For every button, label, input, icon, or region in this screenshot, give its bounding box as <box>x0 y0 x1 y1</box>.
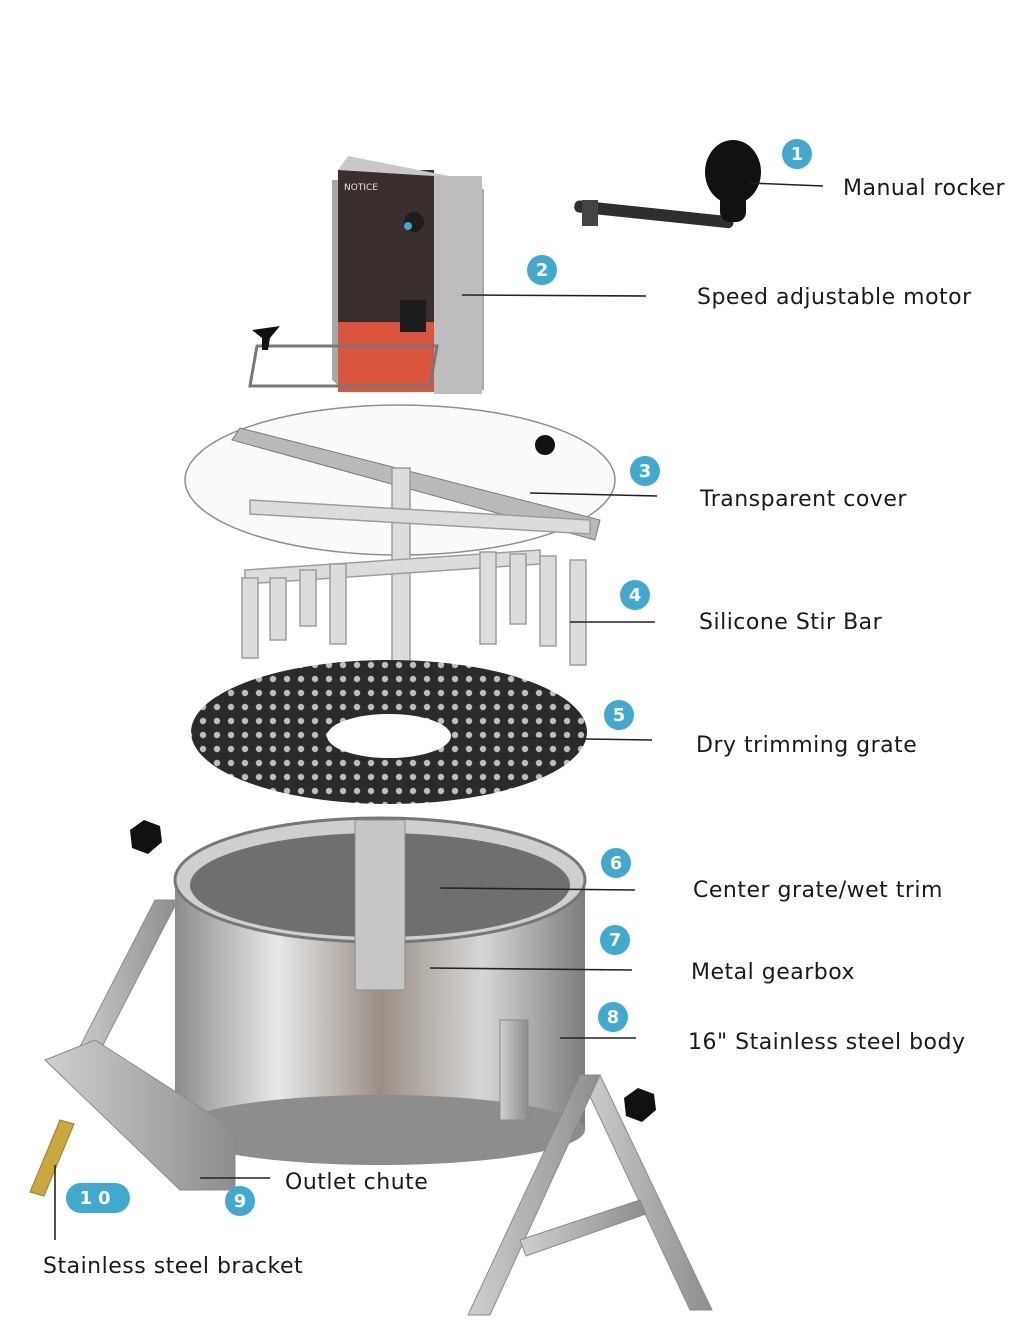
leader-lines <box>54 182 824 1240</box>
callout-badge-7: 7 <box>600 925 630 955</box>
callout-badge-6: 6 <box>601 848 631 878</box>
callout-badge-8: 8 <box>598 1002 628 1032</box>
callout-badge-10: 10 <box>66 1183 130 1213</box>
callout-badge-5: 5 <box>604 700 634 730</box>
callout-badge-9: 9 <box>225 1186 255 1216</box>
label-center-grate: Center grate/wet trim <box>693 878 943 903</box>
trimming-grate-part <box>191 660 587 804</box>
label-steel-body: 16" Stainless steel body <box>688 1030 966 1055</box>
callout-badge-3: 3 <box>630 456 660 486</box>
label-manual-rocker: Manual rocker <box>843 176 1006 201</box>
label-speed-adjustable-motor: Speed adjustable motor <box>697 285 972 310</box>
label-metal-gearbox: Metal gearbox <box>691 960 856 985</box>
callout-badge-1: 1 <box>782 139 812 169</box>
motor-notice-text: NOTICE <box>344 183 378 193</box>
stir-bar-part <box>241 467 591 699</box>
label-dry-trimming-grate: Dry trimming grate <box>696 733 918 758</box>
bracket-part <box>29 899 713 1316</box>
callout-badge-4: 4 <box>620 580 650 610</box>
motor-part: NOTICE <box>248 156 484 394</box>
manual-rocker-part <box>574 140 761 229</box>
label-silicone-stir-bar: Silicone Stir Bar <box>699 610 883 635</box>
callout-badge-2: 2 <box>527 255 557 285</box>
label-stainless-steel-bracket: Stainless steel bracket <box>43 1254 304 1279</box>
steel-body-part <box>130 816 656 1165</box>
label-transparent-cover: Transparent cover <box>700 487 907 512</box>
label-outlet-chute: Outlet chute <box>285 1170 429 1195</box>
